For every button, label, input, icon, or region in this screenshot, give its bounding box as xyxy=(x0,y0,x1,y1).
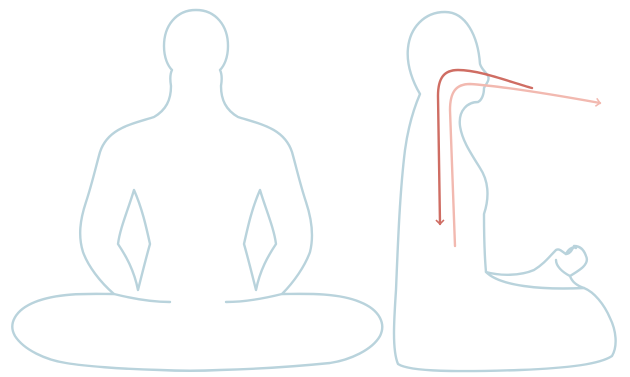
front-lap-line-right xyxy=(226,294,282,302)
seated-front-view xyxy=(12,10,382,371)
side-hand-detail xyxy=(556,247,576,276)
front-body-outline xyxy=(12,10,382,371)
front-lap-line-left xyxy=(114,294,170,302)
side-body-outline xyxy=(394,12,616,371)
front-right-arm-inner xyxy=(244,190,276,290)
seated-side-view xyxy=(394,12,616,371)
exhale-arrow xyxy=(450,84,600,246)
front-left-arm-inner xyxy=(118,190,150,290)
